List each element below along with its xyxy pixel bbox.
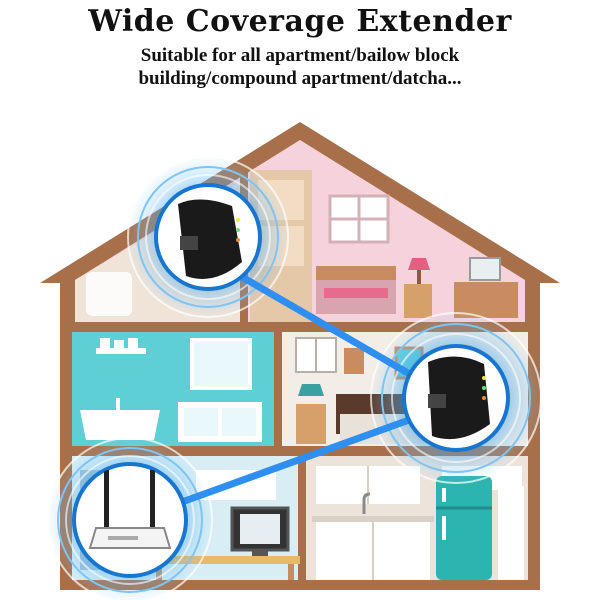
- extender-middle: [402, 344, 510, 452]
- extender-top: [154, 183, 262, 291]
- connection-lines: [178, 266, 424, 506]
- subtitle-line-2: building/compound apartment/datcha...: [138, 68, 462, 89]
- page-title: Wide Coverage Extender: [88, 4, 512, 39]
- refrigerator: [436, 476, 492, 580]
- subtitle-line-1: Suitable for all apartment/bailow block: [140, 45, 460, 66]
- router-bottom: [72, 462, 188, 578]
- page-subtitle: Suitable for all apartment/bailow block …: [0, 44, 600, 90]
- bathroom-furniture: [80, 338, 262, 442]
